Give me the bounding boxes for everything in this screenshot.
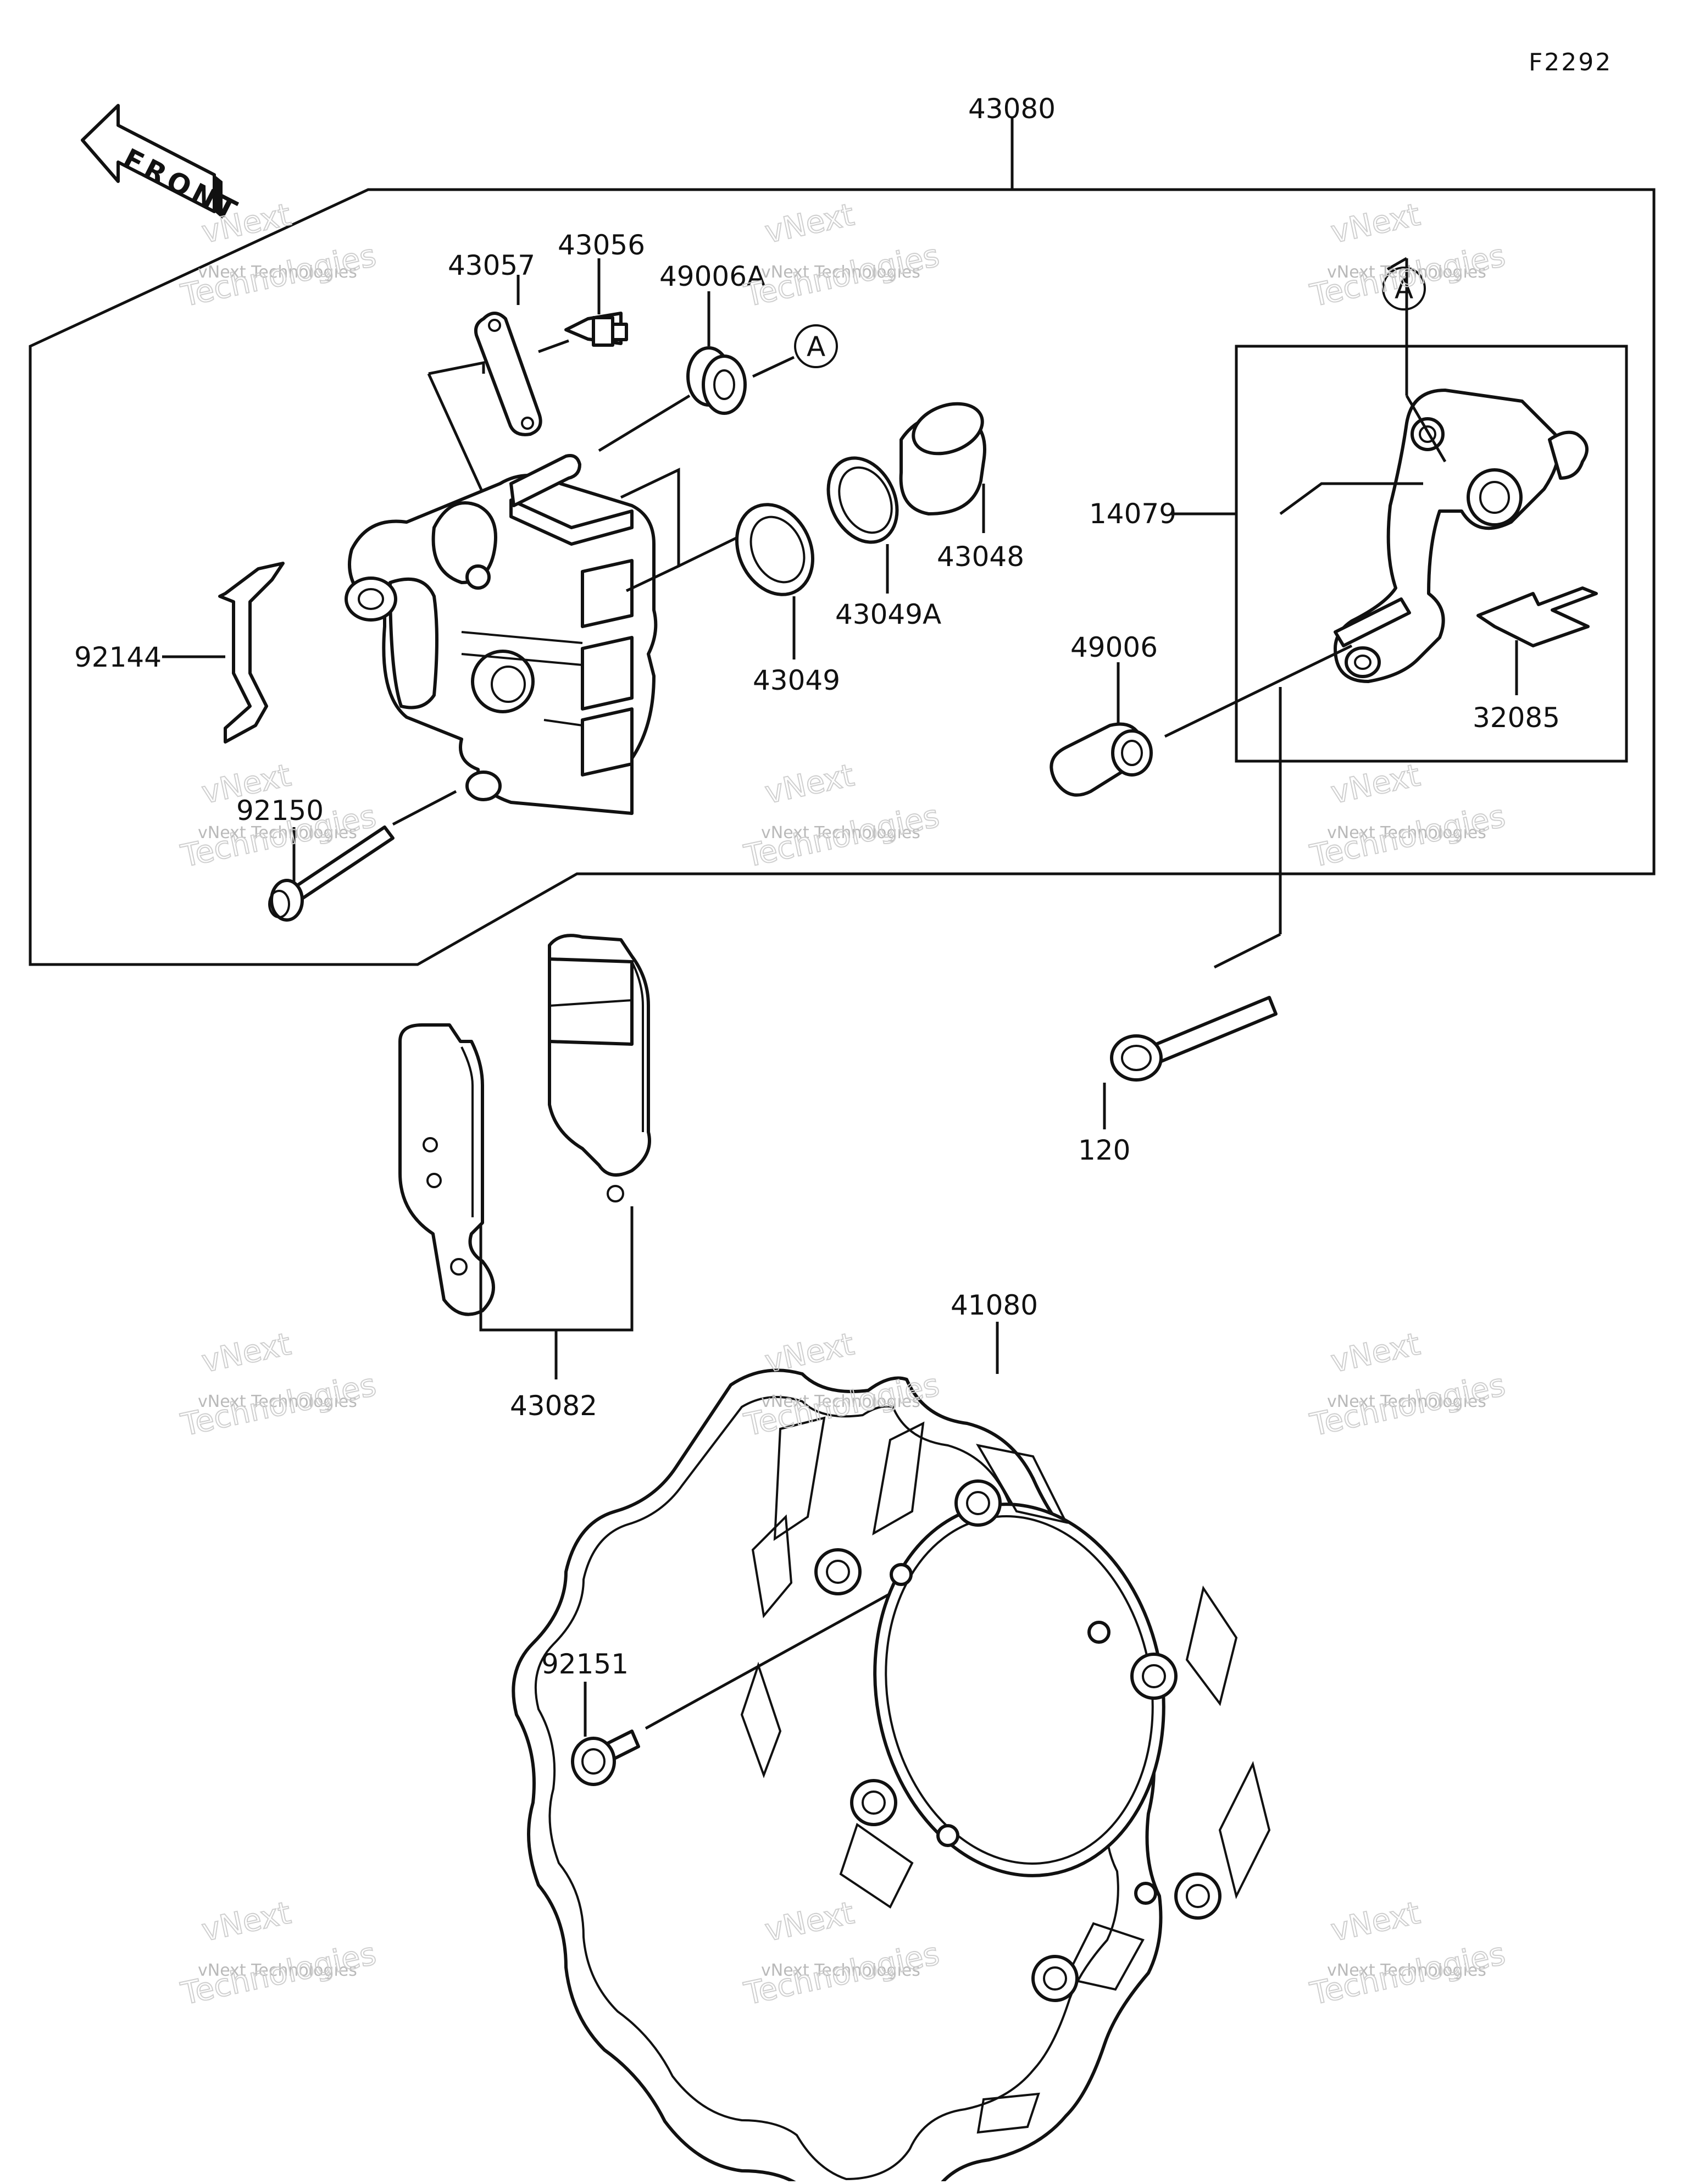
watermark-line2: vNext Technologies	[198, 823, 357, 842]
part-43049-piston-seal	[735, 503, 814, 596]
watermark-line2: vNext Technologies	[198, 1392, 357, 1411]
watermark-line2: vNext Technologies	[761, 823, 920, 842]
watermark-line1: vNext	[762, 1326, 857, 1380]
label-120: 120	[1078, 1134, 1130, 1166]
brake-caliper-body	[345, 454, 658, 815]
part-43056-bleeder-valve	[564, 312, 628, 347]
part-43057-bleeder-cap	[474, 312, 542, 436]
watermark-line1: vNext	[1328, 197, 1423, 251]
part-43082-brake-pad-left	[398, 1023, 495, 1316]
bracket-subassembly-boundary	[1235, 345, 1628, 763]
label-32085: 32085	[1473, 702, 1560, 734]
watermark-line2: vNext Technologies	[761, 1392, 920, 1411]
watermark-line2: vNext Technologies	[761, 1961, 920, 1980]
label-43049: 43049	[753, 664, 840, 696]
watermark-line2: vNext Technologies	[1327, 823, 1486, 842]
watermark-line2: vNext Technologies	[198, 263, 357, 282]
label-41080: 41080	[951, 1289, 1038, 1321]
label-49006: 49006	[1070, 631, 1158, 663]
diagram-code: F2292	[1529, 48, 1612, 76]
caliper-mounting-bracket	[1334, 389, 1589, 683]
label-14079: 14079	[1089, 498, 1176, 530]
part-92150-caliper-pin	[268, 825, 395, 922]
watermark-line1: vNext	[198, 1326, 294, 1380]
watermark-line1: vNext	[762, 197, 857, 251]
watermark-line1: vNext	[762, 757, 857, 811]
callout-marker-a-right: A	[1395, 273, 1413, 305]
part-41080-brake-disc	[512, 1368, 1271, 2184]
watermark-line1: vNext	[1328, 757, 1423, 811]
watermark-line2: vNext Technologies	[1327, 1392, 1486, 1411]
label-43080: 43080	[968, 93, 1056, 125]
label-92150: 92150	[236, 795, 324, 827]
part-49006-pin-boot	[1050, 722, 1153, 797]
part-92144-pad-spring	[218, 562, 285, 744]
part-32085-pad-clip	[1476, 586, 1598, 647]
label-43049A: 43049A	[835, 598, 941, 630]
watermark-line2: vNext Technologies	[198, 1961, 357, 1980]
watermark-line2: vNext Technologies	[1327, 1961, 1486, 1980]
part-43082-brake-pad-right	[548, 934, 651, 1202]
part-43049A-dust-seal	[826, 456, 899, 544]
part-92151-disc-bolt	[571, 1730, 640, 1786]
part-120-mounting-bolt	[1110, 996, 1278, 1082]
watermark-line1: vNext	[1328, 1326, 1423, 1380]
label-43048: 43048	[937, 541, 1024, 573]
watermark-line1: vNext	[198, 1895, 294, 1949]
front-direction-arrow: FRONT	[81, 104, 246, 229]
label-92151: 92151	[541, 1648, 629, 1680]
label-43056: 43056	[558, 229, 645, 261]
part-43048-piston	[899, 402, 986, 515]
callout-marker-a-left: A	[807, 331, 825, 363]
watermark-line2: vNext Technologies	[1327, 263, 1486, 282]
label-49006A: 49006A	[659, 260, 765, 292]
watermark-line1: vNext	[1328, 1895, 1423, 1949]
label-43057: 43057	[448, 250, 535, 281]
part-49006A-dust-boot	[686, 346, 747, 415]
label-43082: 43082	[510, 1390, 597, 1422]
label-92144: 92144	[74, 641, 162, 673]
watermark-line2: vNext Technologies	[761, 263, 920, 282]
caliper-assembly-boundary	[29, 188, 1656, 966]
